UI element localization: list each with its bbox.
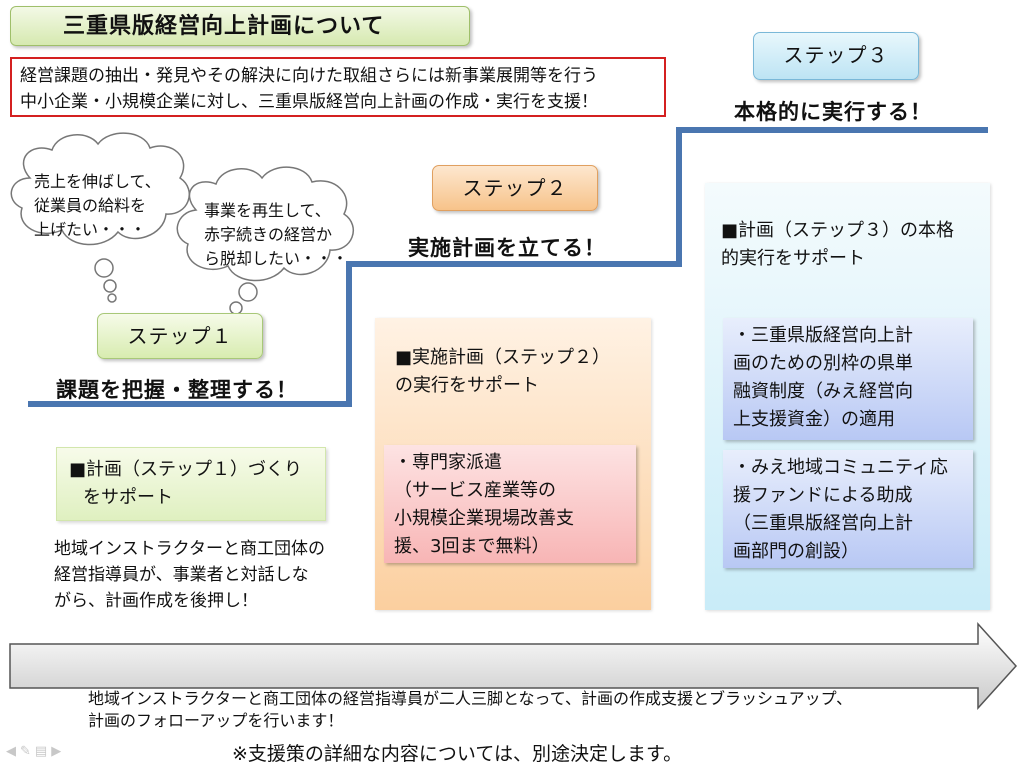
cloud-line: 売上を伸ばして、 xyxy=(34,172,161,191)
panel-line: ■計画（ステップ１）づくり xyxy=(69,459,303,480)
sub-line: 援ファンドによる助成 xyxy=(733,485,913,506)
sub-line: 画部門の創設） xyxy=(733,541,859,562)
sub-line: （三重県版経営向上計 xyxy=(733,513,913,534)
step3-title: 本格的に実行する！ xyxy=(734,100,932,124)
menu-icon[interactable]: ▤ xyxy=(34,744,52,759)
sub-line: 画のための別枠の県単 xyxy=(733,353,913,374)
stair-line xyxy=(28,127,988,407)
note-line: がら、計画作成を後押し！ xyxy=(54,591,258,611)
slide-nav: ◀✎▤▶ xyxy=(6,744,65,759)
sub-line: 小規模企業現場改善支 xyxy=(394,508,574,529)
step3-label: ステップ３ xyxy=(753,32,919,80)
sub-line: ・みえ地域コミュニティ応 xyxy=(733,457,948,478)
cloud-line: 赤字続きの経営か xyxy=(204,225,333,244)
step2-title: 実施計画を立てる！ xyxy=(408,236,606,260)
bottom-line: 計画のフォローアップを行います！ xyxy=(88,711,344,730)
page-title: 三重県版経営向上計画について xyxy=(10,6,470,46)
step1-title: 課題を把握・整理する！ xyxy=(56,378,298,402)
bottom-line: 地域インストラクターと商工団体の経営指導員が二人三脚となって、計画の作成支援とブ… xyxy=(88,689,853,708)
cloud-2-text: 事業を再生して、 赤字続きの経営か ら脱却したい・・・ xyxy=(204,199,348,271)
panel-line: ■実施計画（ステップ２） xyxy=(395,347,611,368)
step3-sub-box-b: ・みえ地域コミュニティ応 援ファンドによる助成 （三重県版経営向上計 画部門の創… xyxy=(723,450,973,568)
note-line: 地域インストラクターと商工団体の xyxy=(54,539,325,559)
panel-line: ■計画（ステップ３）の本格 xyxy=(721,220,955,241)
step1-note: 地域インストラクターと商工団体の 経営指導員が、事業者と対話しな がら、計画作成… xyxy=(54,536,325,614)
bottom-text: 地域インストラクターと商工団体の経営指導員が二人三脚となって、計画の作成支援とブ… xyxy=(88,688,852,732)
cloud-line: 従業員の給料を xyxy=(34,196,147,215)
intro-line: 中小企業・小規模企業に対し、三重県版経営向上計画の作成・実行を支援！ xyxy=(20,92,598,112)
step2-sub-box: ・専門家派遣 （サービス産業等の 小規模企業現場改善支 援、3回まで無料） xyxy=(384,445,636,563)
cloud-1-text: 売上を伸ばして、 従業員の給料を 上げたい・・・ xyxy=(34,170,161,242)
sub-line: ・三重県版経営向上計 xyxy=(733,325,913,346)
cloud-line: ら脱却したい・・・ xyxy=(204,249,349,268)
note-line: 経営指導員が、事業者と対話しな xyxy=(54,565,309,585)
timeline-arrow xyxy=(9,622,1018,710)
sub-line: 援、3回まで無料） xyxy=(394,536,550,557)
cloud-line: 事業を再生して、 xyxy=(204,201,331,220)
next-slide-icon[interactable]: ▶ xyxy=(51,744,66,759)
intro-box: 経営課題の抽出・発見やその解決に向けた取組さらには新事業展開等を行う 中小企業・… xyxy=(10,57,666,117)
cloud-line: 上げたい・・・ xyxy=(34,220,147,239)
panel-line: 的実行をサポート xyxy=(721,248,865,269)
sub-line: ・専門家派遣 xyxy=(394,452,502,473)
step1-panel: ■計画（ステップ１）づくり をサポート xyxy=(56,447,326,521)
sub-line: 上支援資金）の適用 xyxy=(733,409,895,430)
step2-label: ステップ２ xyxy=(432,165,598,211)
intro-line: 経営課題の抽出・発見やその解決に向けた取組さらには新事業展開等を行う xyxy=(20,66,598,86)
prev-slide-icon[interactable]: ◀ xyxy=(6,744,20,759)
panel-line: の実行をサポート xyxy=(395,375,539,396)
thought-cloud-1 xyxy=(10,132,191,303)
sub-line: （サービス産業等の xyxy=(394,480,556,501)
panel-line: をサポート xyxy=(83,487,173,508)
footnote: ※支援策の詳細な内容については、別途決定します。 xyxy=(232,743,683,765)
step3-sub-box-a: ・三重県版経営向上計 画のための別枠の県単 融資制度（みえ経営向 上支援資金）の… xyxy=(723,318,973,440)
pen-icon[interactable]: ✎ xyxy=(20,744,35,759)
step1-label: ステップ１ xyxy=(97,313,263,359)
sub-line: 融資制度（みえ経営向 xyxy=(733,381,913,402)
